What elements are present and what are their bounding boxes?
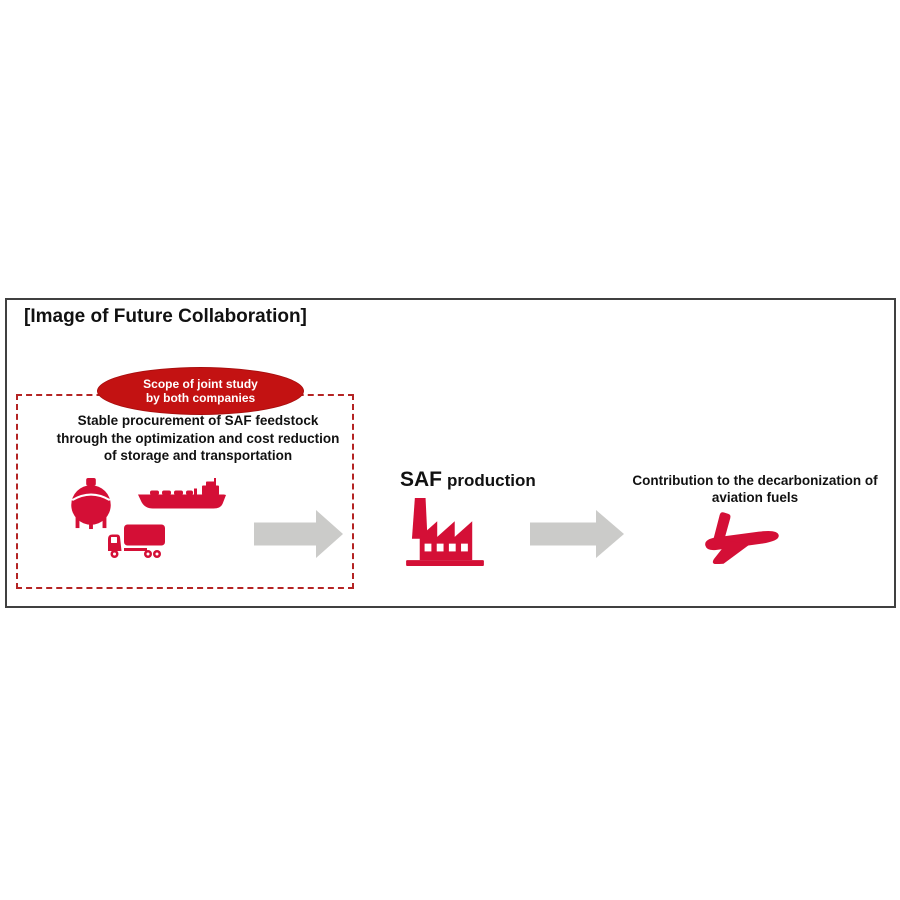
procurement-line-2: through the optimization and cost reduct… xyxy=(56,430,340,446)
page-title: [Image of Future Collaboration] xyxy=(24,306,307,327)
flow-arrow-icon xyxy=(530,509,625,559)
scope-badge: Scope of joint study by both companies xyxy=(97,367,304,415)
tanker-ship-icon xyxy=(138,478,226,511)
procurement-text: Stable procurement of SAF feedstock thro… xyxy=(29,412,367,465)
contribution-line-1: Contribution to the decarbonization of xyxy=(632,473,878,488)
airplane-icon xyxy=(690,506,782,564)
truck-icon xyxy=(105,523,167,560)
scope-badge-line-1: Scope of joint study xyxy=(143,376,258,391)
collaboration-frame: [Image of Future Collaboration] Scope of… xyxy=(5,298,896,608)
scope-badge-line-2: by both companies xyxy=(145,391,256,405)
contribution-text: Contribution to the decarbonization of a… xyxy=(600,472,900,506)
factory-icon xyxy=(406,496,484,566)
flow-arrow-icon xyxy=(254,509,344,559)
storage-tank-icon xyxy=(68,478,114,530)
production-label: production xyxy=(447,471,536,490)
procurement-line-3: of storage and transportation xyxy=(103,448,293,463)
saf-label: SAF xyxy=(400,468,442,491)
contribution-line-2: aviation fuels xyxy=(711,490,799,505)
procurement-line-1: Stable procurement of SAF feedstock xyxy=(77,413,319,428)
saf-production-heading: SAF production xyxy=(400,468,536,492)
